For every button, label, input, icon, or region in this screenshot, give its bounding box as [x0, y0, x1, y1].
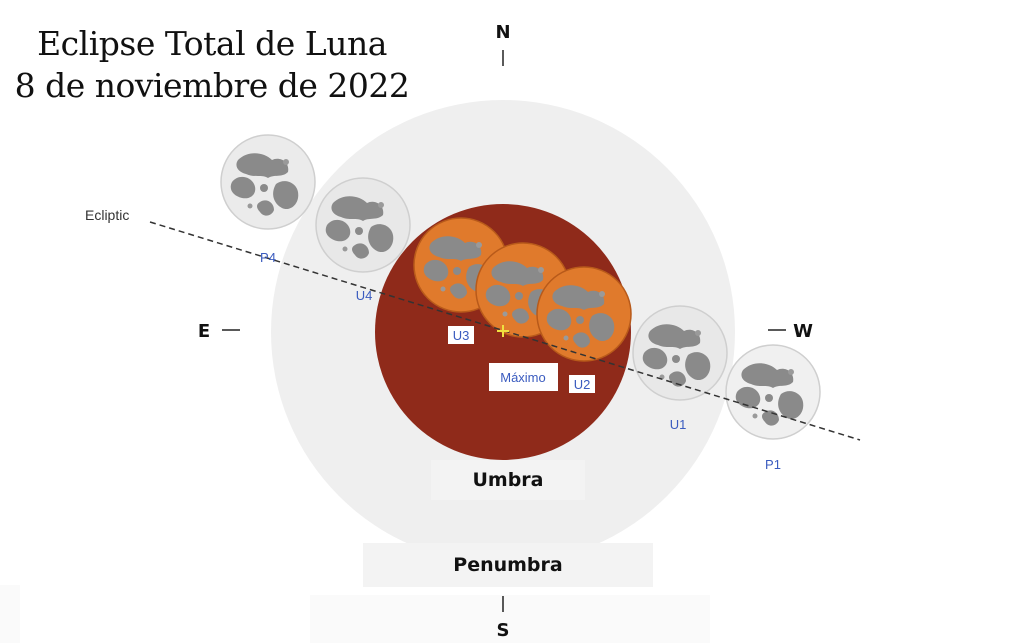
contact-u3-box: [448, 326, 474, 344]
contact-u2-box: [569, 375, 595, 393]
background-patch-left: [0, 585, 20, 643]
south-label: S: [497, 620, 510, 641]
moon-p1: [725, 344, 821, 440]
moon-u1: [632, 305, 728, 401]
north-label: N: [495, 22, 510, 43]
title-line-2: 8 de noviembre de 2022: [14, 66, 410, 105]
contact-p1: P1: [765, 457, 781, 472]
contact-u4: U4: [356, 288, 373, 303]
umbra-label: Umbra: [431, 460, 585, 500]
moon-u2: [536, 266, 632, 362]
moon-p4: [220, 134, 316, 230]
maximum-label: Máximo: [500, 370, 546, 385]
contact-u2: U2: [574, 377, 591, 392]
penumbra-label: Penumbra: [363, 543, 653, 587]
west-label: W: [793, 321, 813, 342]
title-line-1: Eclipse Total de Luna: [37, 24, 387, 63]
contact-u3: U3: [453, 328, 470, 343]
contact-u1: U1: [670, 417, 687, 432]
moon-u4: [315, 177, 411, 273]
east-label: E: [198, 321, 210, 342]
contact-p4: P4: [260, 250, 276, 265]
maximum-label-box: [489, 363, 558, 391]
maximum-marker: [497, 325, 509, 337]
ecliptic-label: Ecliptic: [85, 207, 129, 223]
background-patch-bottom: [310, 595, 710, 643]
